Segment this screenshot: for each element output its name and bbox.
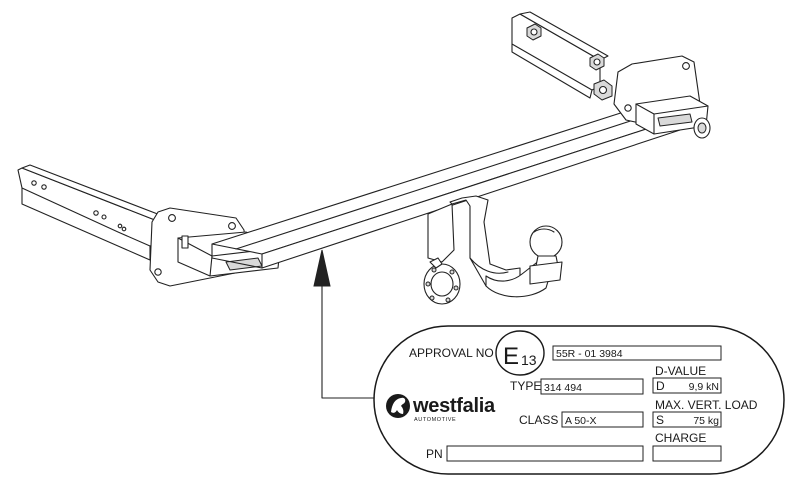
right-mounting-bracket: [511, 11, 613, 101]
type-field: [540, 378, 644, 395]
westfalia-logo: westfalia AUTOMOTIVE: [386, 394, 496, 423]
brand-name: westfalia: [412, 395, 496, 417]
d-value-field: [652, 377, 722, 394]
charge-label: CHARGE: [655, 431, 706, 445]
tow-bar-drawing: [17, 11, 711, 399]
approval-number: 55R - 01 3984: [556, 348, 623, 360]
d-value: 9,9 kN: [689, 381, 719, 393]
max-vert-load-value: 75 kg: [693, 415, 719, 427]
max-vert-load-label: MAX. VERT. LOAD: [655, 398, 758, 412]
socket-plate: [423, 257, 461, 305]
left-side-plate: [149, 207, 281, 287]
approval-number-field: [552, 345, 722, 361]
type-plate: APPROVAL NO E 13 55R - 01 3984 D-VALUE D…: [373, 325, 785, 475]
left-mounting-bracket: [17, 164, 169, 261]
coupling-ball: [529, 225, 563, 285]
class-value: A 50-X: [565, 415, 597, 427]
max-vert-load-prefix: S: [656, 413, 664, 427]
e-mark-circle: [495, 330, 545, 376]
e-mark-number: 13: [521, 352, 537, 368]
max-vert-load-field: [652, 411, 722, 428]
class-field: [561, 411, 644, 428]
charge-field: [652, 445, 722, 462]
type-label: TYPE: [510, 379, 541, 393]
type-value: 314 494: [544, 382, 582, 394]
approval-label: APPROVAL NO: [409, 346, 494, 360]
d-value-label: D-VALUE: [655, 364, 706, 378]
label-pointer-arrow: [313, 249, 379, 399]
d-value-prefix: D: [656, 379, 665, 393]
brand-tagline: AUTOMOTIVE: [414, 417, 456, 423]
pn-field: [446, 445, 644, 462]
class-label: CLASS: [519, 413, 558, 427]
e-mark-letter: E: [503, 343, 519, 370]
right-side-plate: [613, 55, 711, 139]
pn-label: PN: [426, 447, 443, 461]
